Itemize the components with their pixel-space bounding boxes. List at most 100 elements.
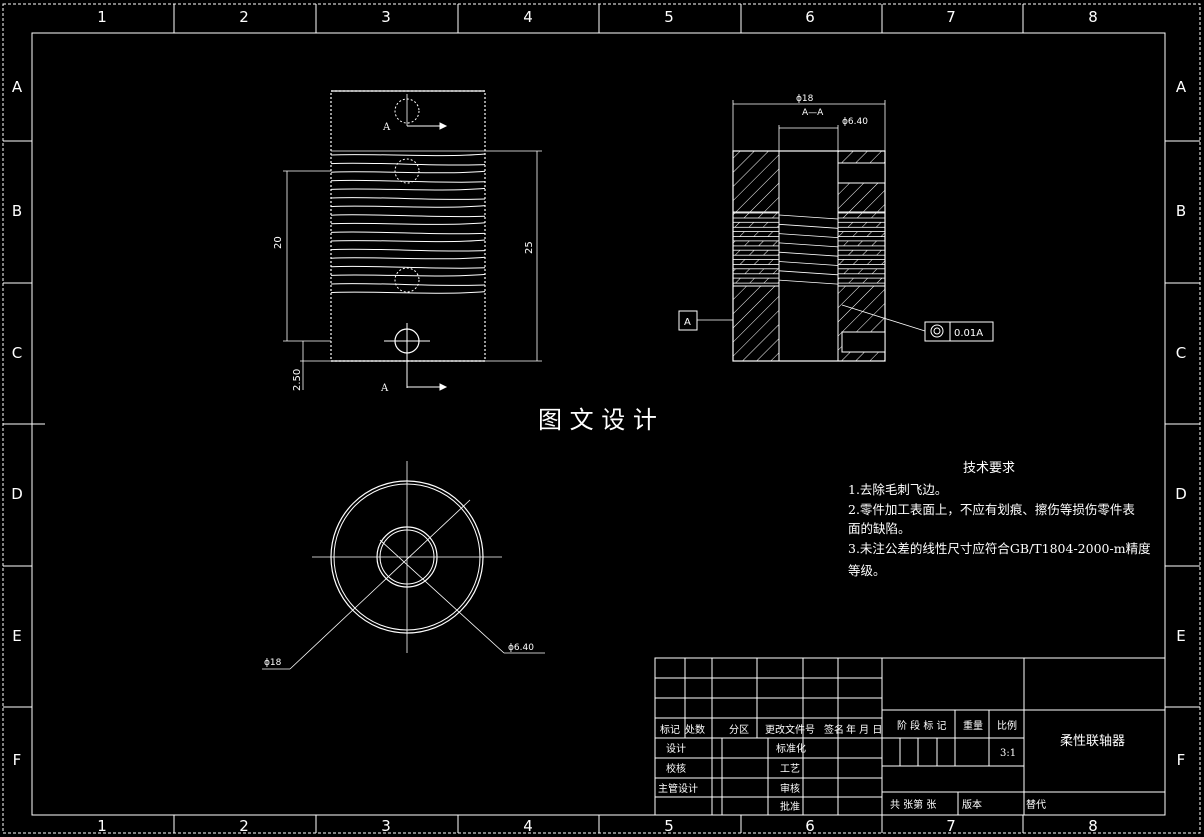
section-title: A—A <box>802 108 824 118</box>
column-label: 3 <box>381 817 391 835</box>
tech-requirements: 技术要求 1.去除毛刺飞边。 2.零件加工表面上，不应有划痕、擦伤等损伤零件表 … <box>848 461 1151 578</box>
column-label: 6 <box>805 8 815 26</box>
slit-line <box>330 222 486 225</box>
header-zone: 分区 <box>729 724 749 736</box>
row-label: B <box>1176 202 1186 220</box>
section-slit <box>837 277 886 284</box>
slit-line <box>330 179 486 183</box>
row-design: 设计 <box>666 742 686 755</box>
front-view-outline <box>330 90 486 362</box>
section-slit-line <box>778 279 839 285</box>
column-label: 8 <box>1088 8 1098 26</box>
section-slit <box>837 259 886 265</box>
section-slit <box>837 221 886 228</box>
section-slit-line <box>778 214 839 220</box>
row-label: D <box>11 485 23 503</box>
section-slit <box>837 212 886 219</box>
slit-line <box>330 248 486 252</box>
end-view <box>262 461 545 670</box>
section-slit <box>837 231 886 238</box>
mid-standardization: 标准化 <box>776 742 806 755</box>
column-label: 2 <box>239 817 249 835</box>
title-block-text: 标记 处数 分区 更改文件号 签名 年 月 日 设计 校核 主管设计 标准化 工… <box>658 719 1046 813</box>
version-label: 版本 <box>962 798 982 811</box>
scale-value: 3:1 <box>1000 748 1016 759</box>
tolerance-value: 0.01A <box>954 328 983 339</box>
section-slit-line <box>778 261 839 266</box>
slit-line <box>330 170 486 174</box>
section-slit <box>732 221 780 228</box>
section-mark-bottom: A <box>380 383 389 394</box>
column-label: 2 <box>239 8 249 26</box>
end-dim-outer: ϕ18 <box>264 658 282 668</box>
slit-line <box>330 231 486 235</box>
column-label: 1 <box>97 817 107 835</box>
header-count: 处数 <box>685 723 705 736</box>
section-slit <box>732 212 780 219</box>
row-label: C <box>1176 344 1186 362</box>
header-date: 年 月 日 <box>846 723 882 736</box>
slit-line <box>330 162 486 166</box>
mid-approve: 批准 <box>780 800 800 813</box>
tech-line: 2.零件加工表面上，不应有划痕、擦伤等损伤零件表 <box>848 502 1135 517</box>
column-label: 7 <box>946 817 956 835</box>
section-slit <box>732 249 780 256</box>
tech-title: 技术要求 <box>963 461 1015 476</box>
row-label: E <box>1176 627 1185 645</box>
section-slit <box>837 240 886 247</box>
section-slit <box>732 240 780 247</box>
slit-line <box>330 265 486 269</box>
row-labels-left: A B C D E F <box>11 78 23 769</box>
row-label: C <box>12 344 22 362</box>
title-block <box>654 657 1166 816</box>
part-name: 柔性联轴器 <box>1060 734 1125 749</box>
column-labels-top: 1 2 3 4 5 6 7 8 <box>97 8 1098 26</box>
header-mark: 标记 <box>660 724 680 736</box>
row-label: F <box>1177 751 1186 769</box>
slit-line <box>330 256 486 260</box>
mid-review: 审核 <box>780 782 800 795</box>
stage-labels: 阶 段 标 记 <box>897 719 947 732</box>
header-change-doc: 更改文件号 <box>765 723 815 736</box>
column-label: 4 <box>523 817 533 835</box>
section-slit-line <box>778 223 839 229</box>
section-slit-line <box>778 251 839 257</box>
section-slit <box>732 231 780 238</box>
mid-process: 工艺 <box>780 763 800 775</box>
row-label: B <box>12 202 22 220</box>
column-label: 3 <box>381 8 391 26</box>
coupling-slits <box>330 153 486 294</box>
watermark: 图 文 设 计 <box>538 406 657 434</box>
row-label: F <box>13 751 22 769</box>
row-labels-right: A B C D E F <box>1175 78 1187 769</box>
dim-outer-dia: ϕ18 <box>796 94 814 104</box>
section-slit-line <box>778 233 839 238</box>
slit-line <box>330 214 486 218</box>
slit-line <box>330 197 486 200</box>
dim-bore-dia: ϕ6.40 <box>842 117 868 127</box>
dim-height-total: 25 <box>524 241 535 254</box>
section-slit <box>732 268 780 275</box>
section-slit <box>732 259 780 265</box>
dim-offset: 2.50 <box>292 369 303 391</box>
slit-line <box>330 153 486 157</box>
column-label: 8 <box>1088 817 1098 835</box>
section-outline <box>732 150 886 362</box>
tech-line: 等级。 <box>848 563 886 578</box>
scale-label: 比例 <box>997 719 1017 732</box>
section-slit <box>732 277 780 284</box>
column-label: 5 <box>664 8 674 26</box>
outer-frame <box>2 3 1201 834</box>
column-label: 1 <box>97 8 107 26</box>
slit-line <box>330 291 486 294</box>
sheet-info: 共 张第 张 <box>890 798 936 811</box>
column-label: 5 <box>664 817 674 835</box>
row-label: A <box>1176 78 1187 96</box>
slit-line <box>330 205 486 208</box>
tech-line: 面的缺陷。 <box>848 521 911 536</box>
front-view <box>283 90 542 391</box>
column-label: 7 <box>946 8 956 26</box>
column-labels-bottom: 1 2 3 4 5 6 7 8 <box>97 817 1098 835</box>
zone-ticks <box>3 4 1200 833</box>
row-label: A <box>12 78 23 96</box>
